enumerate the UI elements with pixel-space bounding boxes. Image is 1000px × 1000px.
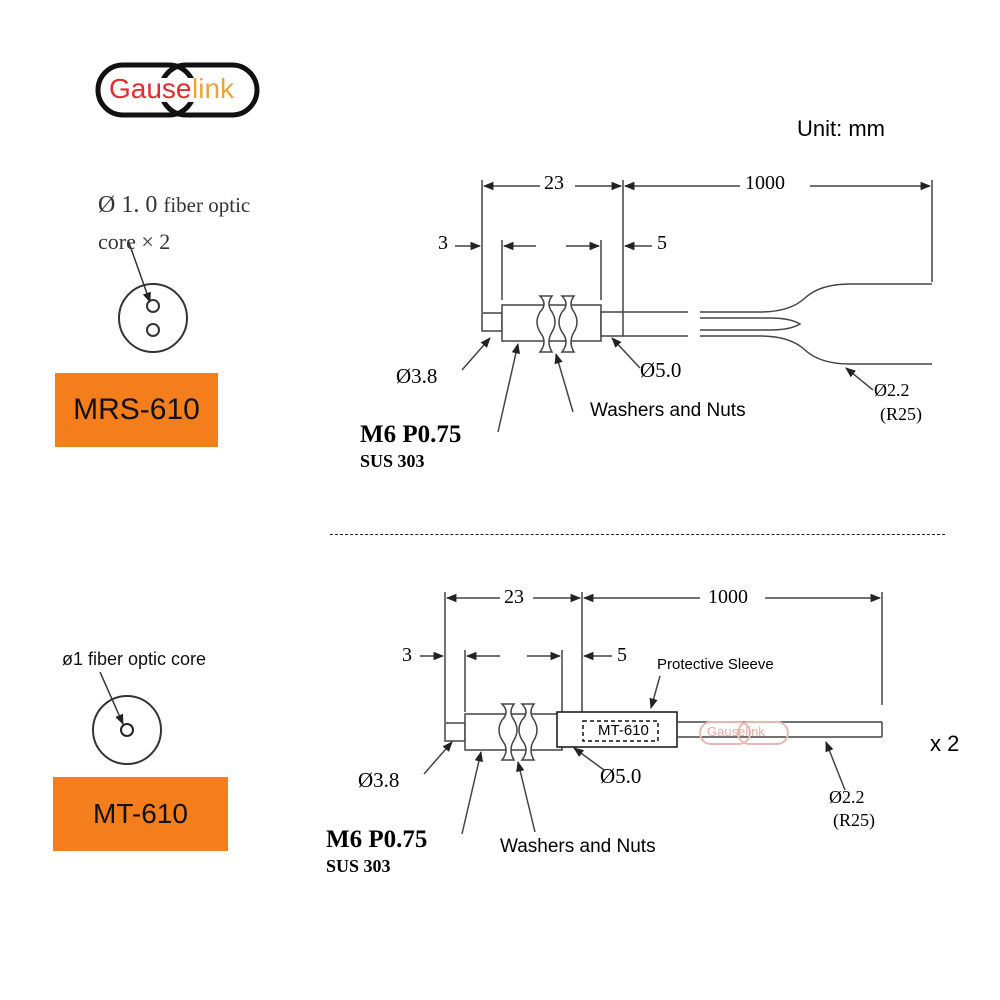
mt-dim-d50: Ø5.0 (600, 764, 642, 788)
mt-sleeve-label: Protective Sleeve (657, 656, 774, 673)
mt-dim-1000: 1000 (708, 586, 748, 608)
mt-dim-r25: (R25) (833, 810, 875, 830)
mrs-core-label: Ø 1. 0 fiber optic (98, 192, 250, 219)
mrs-cross-section (118, 239, 188, 353)
logo-text-link: link (192, 73, 235, 104)
mrs-washers-label: Washers and Nuts (590, 400, 746, 421)
mt-dim-3: 3 (402, 644, 412, 666)
mt-dim-5: 5 (617, 644, 627, 666)
mt-dim-d38: Ø3.8 (358, 768, 400, 792)
mrs-dim-3: 3 (438, 232, 448, 254)
mrs-dim-d38: Ø3.8 (396, 364, 438, 388)
mt-sleeve-logo: Gauselink (707, 724, 765, 739)
mrs-drawing (455, 180, 933, 433)
mrs-dim-d50: Ø5.0 (640, 358, 682, 382)
mrs-material: SUS 303 (360, 451, 425, 471)
mt-dim-23: 23 (504, 586, 524, 608)
unit-label: Unit: mm (797, 116, 885, 141)
mt-model-badge: MT-610 (53, 777, 228, 851)
mt-thread-spec: M6 P0.75 (326, 826, 428, 853)
mt-dim-d22: Ø2.2 (829, 787, 865, 807)
mrs-model-badge: MRS-610 (55, 373, 218, 447)
mt-drawing (420, 592, 883, 835)
mt-sleeve-text: MT-610 (598, 722, 649, 739)
mrs-dim-5: 5 (657, 232, 667, 254)
mt-washers-label: Washers and Nuts (500, 836, 656, 857)
mt-core-label: ø1 fiber optic core (62, 649, 207, 669)
mrs-core-label-line2: core × 2 (98, 229, 171, 254)
section-divider (330, 534, 945, 535)
diameter-symbol: Ø (98, 192, 116, 218)
brand-logo: Gause link (95, 60, 260, 120)
mt-material: SUS 303 (326, 856, 391, 876)
logo-outline (95, 62, 260, 118)
mrs-thread-spec: M6 P0.75 (360, 421, 462, 448)
mrs-dim-d22: Ø2.2 (874, 380, 910, 400)
mt-quantity: x 2 (930, 731, 960, 756)
mrs-dim-23: 23 (544, 172, 564, 194)
mrs-core-text: fiber optic (163, 193, 251, 217)
mrs-dim-r25: (R25) (880, 404, 922, 424)
mt-cross-section (92, 671, 162, 765)
mrs-core-diameter: 1. 0 (121, 192, 158, 218)
logo-text-gause: Gause (109, 73, 192, 104)
mrs-dim-1000: 1000 (745, 172, 785, 194)
